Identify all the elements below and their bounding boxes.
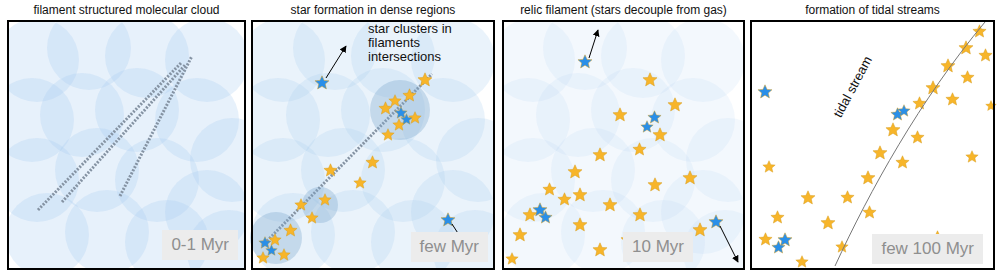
time-box: few 100 Myr (872, 234, 983, 264)
panel-title: filament structured molecular cloud (0, 3, 264, 17)
stream-label: tidal stream (825, 42, 881, 132)
time-label: few Myr (420, 237, 480, 256)
time-box: few Myr (411, 232, 489, 262)
time-label: few 100 Myr (881, 239, 974, 258)
time-label: 10 Myr (632, 237, 684, 256)
time-label: 0-1 Myr (171, 235, 229, 254)
panel-title: formation of tidal streams (732, 3, 1003, 17)
ejection-arrows (326, 30, 738, 262)
blue-stars (259, 55, 910, 256)
stage-panel: filament structured molecular cloud0-1 M… (7, 20, 246, 270)
panel-title: star formation in dense regions (233, 3, 513, 17)
gas-clouds (0, 6, 770, 277)
time-box: 0-1 Myr (162, 230, 238, 260)
panel-title: relic filament (stars decouple from gas) (484, 3, 763, 17)
dense-cores (250, 80, 430, 264)
annotation-label: star clusters in filaments intersections (368, 22, 493, 64)
time-box: 10 Myr (623, 232, 693, 262)
stage-panel: relic filament (stars decouple from gas)… (502, 20, 745, 270)
stars (257, 25, 996, 267)
tidal-stream-curve (835, 22, 985, 266)
filaments (38, 56, 432, 246)
